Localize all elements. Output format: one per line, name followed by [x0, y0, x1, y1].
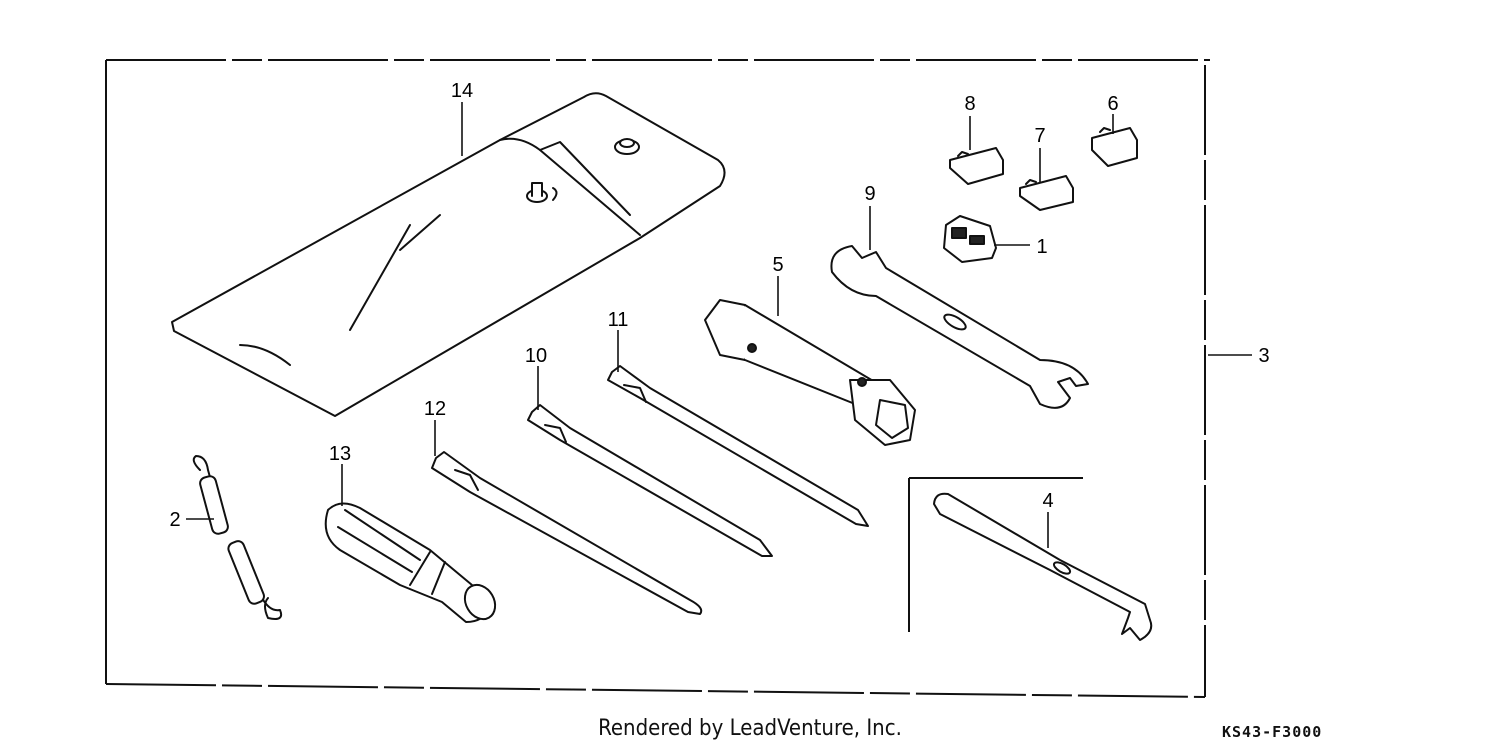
callout-11: 11: [608, 309, 629, 331]
fuse-6-drawing: [1091, 127, 1138, 167]
cable-drawing: [192, 455, 283, 620]
callout-10: 10: [525, 345, 547, 367]
callout-3: 3: [1258, 345, 1269, 367]
frame: [105, 59, 1210, 698]
fuse-7-drawing: [1019, 175, 1074, 211]
callout-7: 7: [1034, 125, 1045, 147]
callout-14: 14: [451, 80, 473, 102]
open-wrench-drawing: [830, 245, 1089, 409]
callout-2: 2: [169, 509, 180, 531]
diagram-code: KS43-F3000: [1222, 723, 1323, 741]
callout-5: 5: [772, 254, 783, 276]
plug-wrench-drawing: [704, 299, 916, 446]
fuse-8-drawing: [949, 147, 1004, 185]
bit-11-drawing: [607, 365, 869, 527]
callout-8: 8: [964, 93, 975, 115]
pin-spanner-drawing: [933, 492, 1153, 641]
credit-text: Rendered by LeadVenture, Inc.: [598, 716, 902, 741]
callout-6: 6: [1107, 93, 1118, 115]
bit-12-drawing: [431, 451, 703, 615]
handle-drawing: [324, 502, 497, 623]
callout-9: 9: [864, 183, 875, 205]
leader-lines: [186, 102, 1252, 548]
callout-12: 12: [424, 398, 446, 420]
fuse-clip-drawing: [943, 215, 997, 263]
callouts: 14 8 7 6 9 1 5 11 10 12 13 2 3 4: [169, 80, 1269, 531]
tool-bag-drawing: [171, 92, 726, 417]
callout-4: 4: [1042, 490, 1053, 512]
bit-10-drawing: [527, 404, 773, 557]
callout-1: 1: [1036, 236, 1047, 258]
callout-13: 13: [329, 443, 351, 465]
